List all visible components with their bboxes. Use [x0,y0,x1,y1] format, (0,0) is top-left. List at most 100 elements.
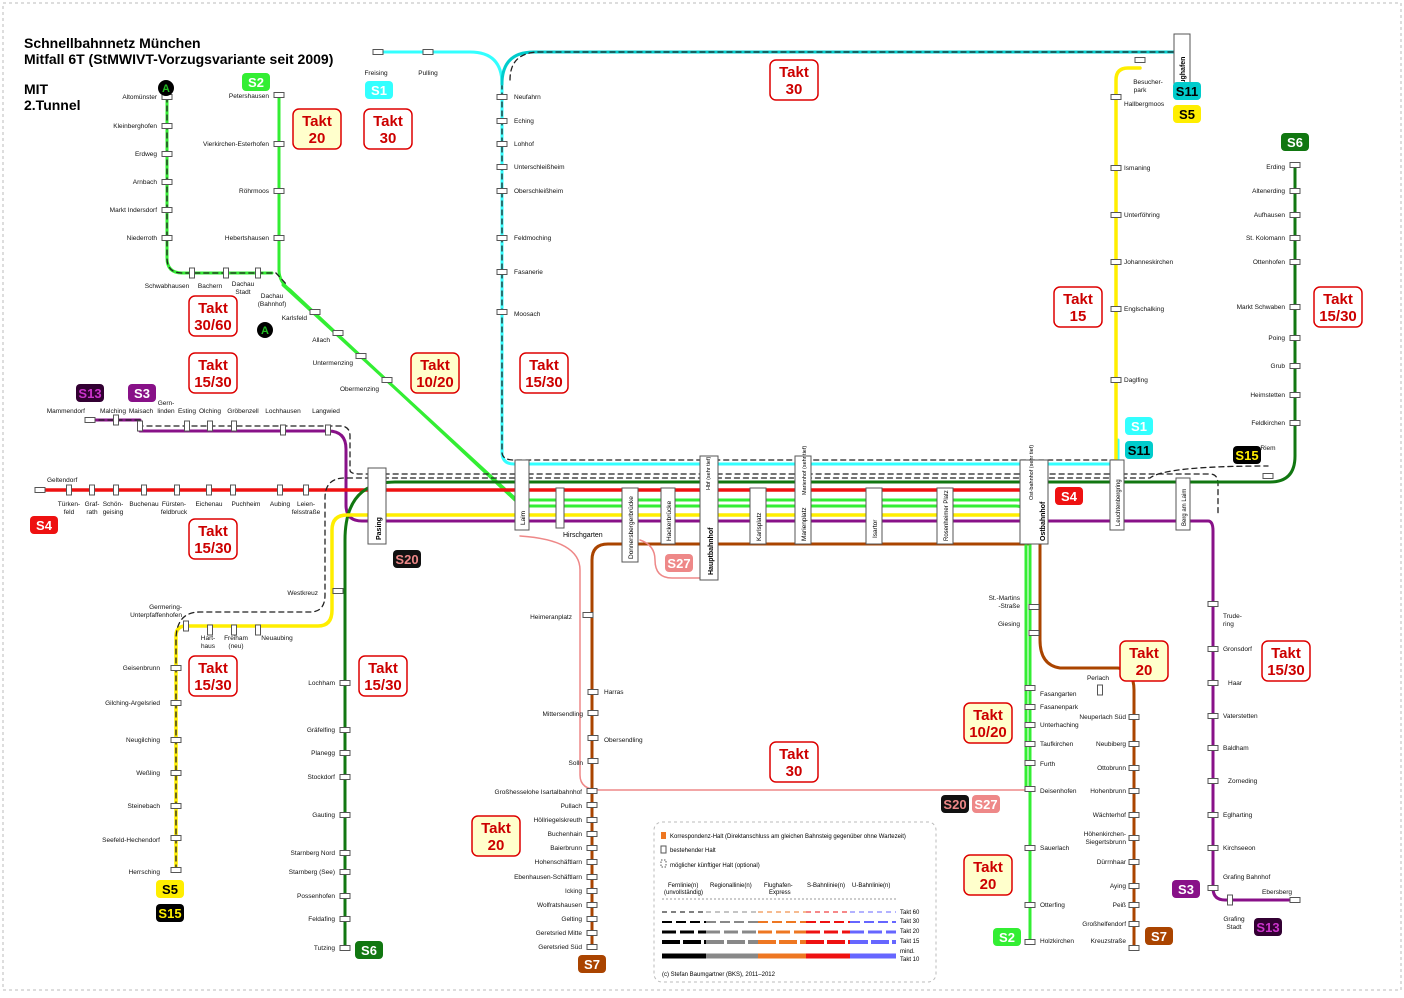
station-tick-kreuzstrasse[interactable] [1128,945,1140,951]
station-tick-markt_schwaben[interactable] [1289,304,1301,310]
station-tick-starnberg_see[interactable] [339,869,351,875]
station-tick-olching[interactable] [207,420,213,432]
badge-s7-a[interactable]: S7 [578,955,606,973]
station-tick-fasangarten[interactable] [1024,685,1036,691]
station-tick-johanneskirchen[interactable] [1110,259,1122,265]
station-pasing[interactable]: Pasing [367,467,387,545]
station-tick-buchenau[interactable] [141,484,147,496]
station-tick-mittersendling[interactable] [587,710,599,716]
badge-s2-b[interactable]: S2 [993,928,1021,946]
badge-s4-b[interactable]: S4 [30,516,58,534]
station-tick-icking[interactable] [586,888,598,894]
station-tick-daglfing[interactable] [1110,377,1122,383]
station-tick-ottenhofen[interactable] [1289,259,1301,265]
station-tick-gilching[interactable] [170,700,182,706]
station-tick-groebenzell[interactable] [231,420,237,432]
station-tick-baldham[interactable] [1207,745,1219,751]
station-tick-grosshelfendorf[interactable] [1128,921,1140,927]
badge-s5-a[interactable]: S5 [1173,105,1201,123]
station-tick-vaterstetten[interactable] [1207,713,1219,719]
station-tick-st_kolomann[interactable] [1289,235,1301,241]
station-tick-solln[interactable] [587,758,599,764]
badge-s27-a[interactable]: S27 [665,554,693,572]
station-tick-niederroth[interactable] [161,235,173,241]
station-tick-hoehenkirchen_1[interactable] [1128,835,1140,841]
station-tick-neuperlach_sued[interactable] [1128,714,1140,720]
station-tick-geisenbrunn[interactable] [170,665,182,671]
station-tick-karlsfeld[interactable] [309,309,321,315]
badge-s3-b[interactable]: S3 [1172,880,1200,898]
station-tick-wolfratshausen[interactable] [586,902,598,908]
station-tick-hohenschaeftlarn[interactable] [586,859,598,865]
station-tick-buchenhain[interactable] [586,831,598,837]
badge-s1-a[interactable]: S1 [365,81,393,99]
badge-s15-b[interactable]: S15 [156,904,184,922]
station-tick-siemenswerke[interactable] [587,735,599,741]
station-tick-eglharting[interactable] [1207,812,1219,818]
station-tick-feldafing[interactable] [339,916,351,922]
station-tick-trudering_1[interactable] [1207,601,1219,607]
badge-s6-a[interactable]: S6 [1281,133,1309,151]
station-tick-fasanenpark[interactable] [1024,704,1036,710]
station-tick-tutzing[interactable] [339,945,351,951]
badge-s6-b[interactable]: S6 [355,941,383,959]
station-tick-feldkirchen[interactable] [1289,420,1301,426]
station-tick-fasanerie[interactable] [496,269,508,275]
station-tick-steinebach[interactable] [170,803,182,809]
station-tick-ebenhausen[interactable] [586,874,598,880]
station-tick-geltendorf[interactable] [34,487,46,493]
station-tick-hebertshausen[interactable] [273,235,285,241]
station-tick-haar[interactable] [1207,680,1219,686]
station-tick-aying[interactable] [1128,883,1140,889]
station-tick-otterfing[interactable] [1024,902,1036,908]
station-tick-heimeranplatz[interactable] [582,612,594,618]
station-tick-hohenbrunn[interactable] [1128,788,1140,794]
station-tick-aufhausen[interactable] [1289,212,1301,218]
station-tick-taufkirchen[interactable] [1024,741,1036,747]
station-tick-langwied[interactable] [325,424,331,436]
station-tick-baierbrunn[interactable] [586,845,598,851]
station-tick-zorneding[interactable] [1207,778,1219,784]
station-tick-tuerkenfeld_1[interactable] [66,484,72,496]
station-tick-gauting[interactable] [339,812,351,818]
station-tick-grafrath_1[interactable] [89,484,95,496]
station-rosenheimer-platz[interactable]: Rosenheimer Platz [936,487,954,545]
station-tick-geretsried_sued[interactable] [586,944,598,950]
station-tick-moosach[interactable] [496,309,508,315]
station-tick-aubing[interactable] [277,484,283,496]
station-tick-esting[interactable] [184,420,190,432]
station-tick-hallbergmoos[interactable] [1110,94,1122,100]
station-tick-puchheim[interactable] [230,484,236,496]
station-tick-lochham[interactable] [339,680,351,686]
badge-s4-a[interactable]: S4 [1055,487,1083,505]
station-tick-markt_indersdorf[interactable] [161,207,173,213]
station-tick-schwabhausen[interactable] [189,267,195,279]
station-tick-feldmoching[interactable] [496,235,508,241]
station-tick-starnberg_nord[interactable] [339,850,351,856]
station-tick-planegg[interactable] [339,750,351,756]
station-tick-maisach[interactable] [137,420,143,432]
station-tick-allach[interactable] [332,330,344,336]
station-tick-neugilching[interactable] [170,737,182,743]
station-tick-freiham_1[interactable] [231,624,237,636]
station-tick-grub[interactable] [1289,363,1301,369]
station-tick-lohhof[interactable] [496,141,508,147]
station-tick-kirchseeon[interactable] [1207,845,1219,851]
badge-s11-a[interactable]: S11 [1173,82,1201,100]
badge-s1-b[interactable]: S1 [1125,417,1153,435]
station-hirschgarten[interactable]: Hirschgarten [555,487,603,539]
station-tick-hoellriegelskreuth[interactable] [586,817,598,823]
badge-s13-a[interactable]: S13 [76,384,104,402]
station-tick-mammendorf[interactable] [84,417,96,423]
station-tick-ismaning[interactable] [1110,165,1122,171]
station-tick-bachern[interactable] [223,267,229,279]
station-tick-malching[interactable] [113,414,119,426]
station-tick-neuaubing[interactable] [255,624,261,636]
station-tick-altenerding[interactable] [1289,188,1301,194]
station-tick-petershausen[interactable] [273,92,285,98]
station-tick-obermenzing[interactable] [381,377,393,383]
station-tick-neubiberg[interactable] [1128,741,1140,747]
